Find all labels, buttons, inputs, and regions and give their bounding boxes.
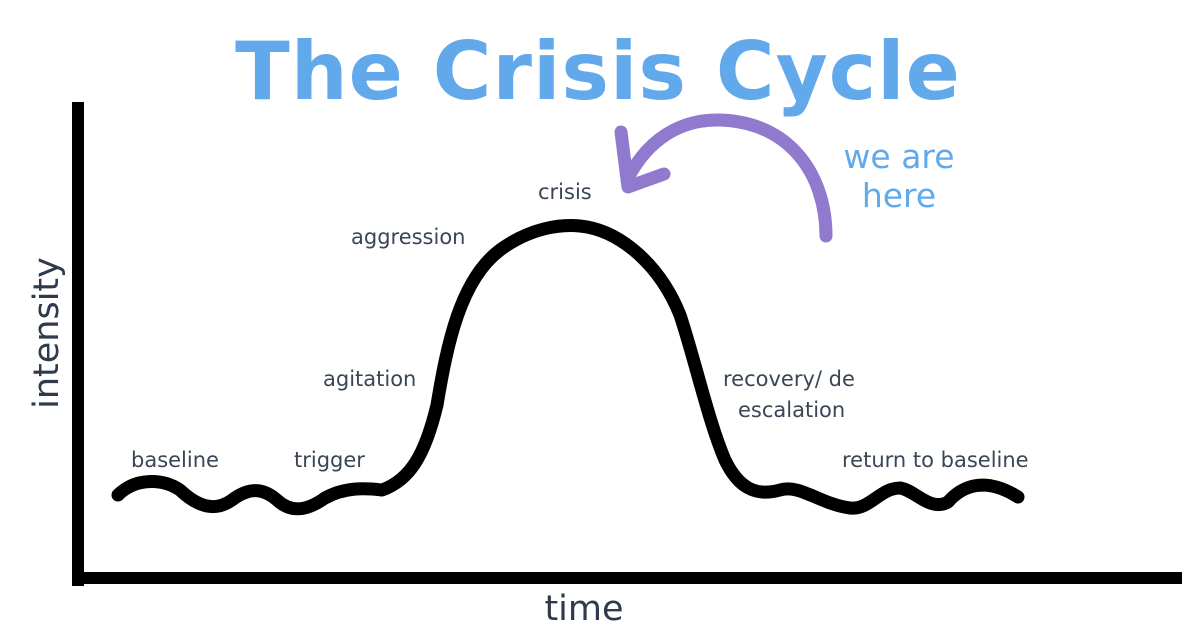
stage-label-baseline: baseline: [131, 448, 219, 472]
stage-label-escalation: escalation: [738, 398, 845, 422]
stage-labels: baseline trigger agitation aggression cr…: [131, 180, 1029, 472]
stage-label-crisis: crisis: [538, 180, 592, 204]
stage-label-return-to-baseline: return to baseline: [842, 448, 1029, 472]
y-axis-label: intensity: [27, 257, 67, 409]
stage-label-agitation: agitation: [323, 367, 416, 391]
annotation-text-line2: here: [862, 176, 936, 215]
stage-label-aggression: aggression: [351, 225, 466, 249]
curved-arrow-icon: [614, 113, 833, 243]
arrow-head: [614, 125, 671, 194]
axes: [72, 102, 1182, 586]
annotation-text-line1: we are: [843, 137, 954, 176]
x-axis-label: time: [544, 589, 623, 629]
diagram-title: The Crisis Cycle: [235, 25, 961, 118]
crisis-curve: [111, 219, 1025, 516]
stage-label-trigger: trigger: [294, 448, 365, 472]
arrow-shaft: [620, 113, 833, 243]
annotation: we are here: [614, 113, 955, 243]
stage-label-recovery: recovery/ de: [723, 367, 855, 391]
